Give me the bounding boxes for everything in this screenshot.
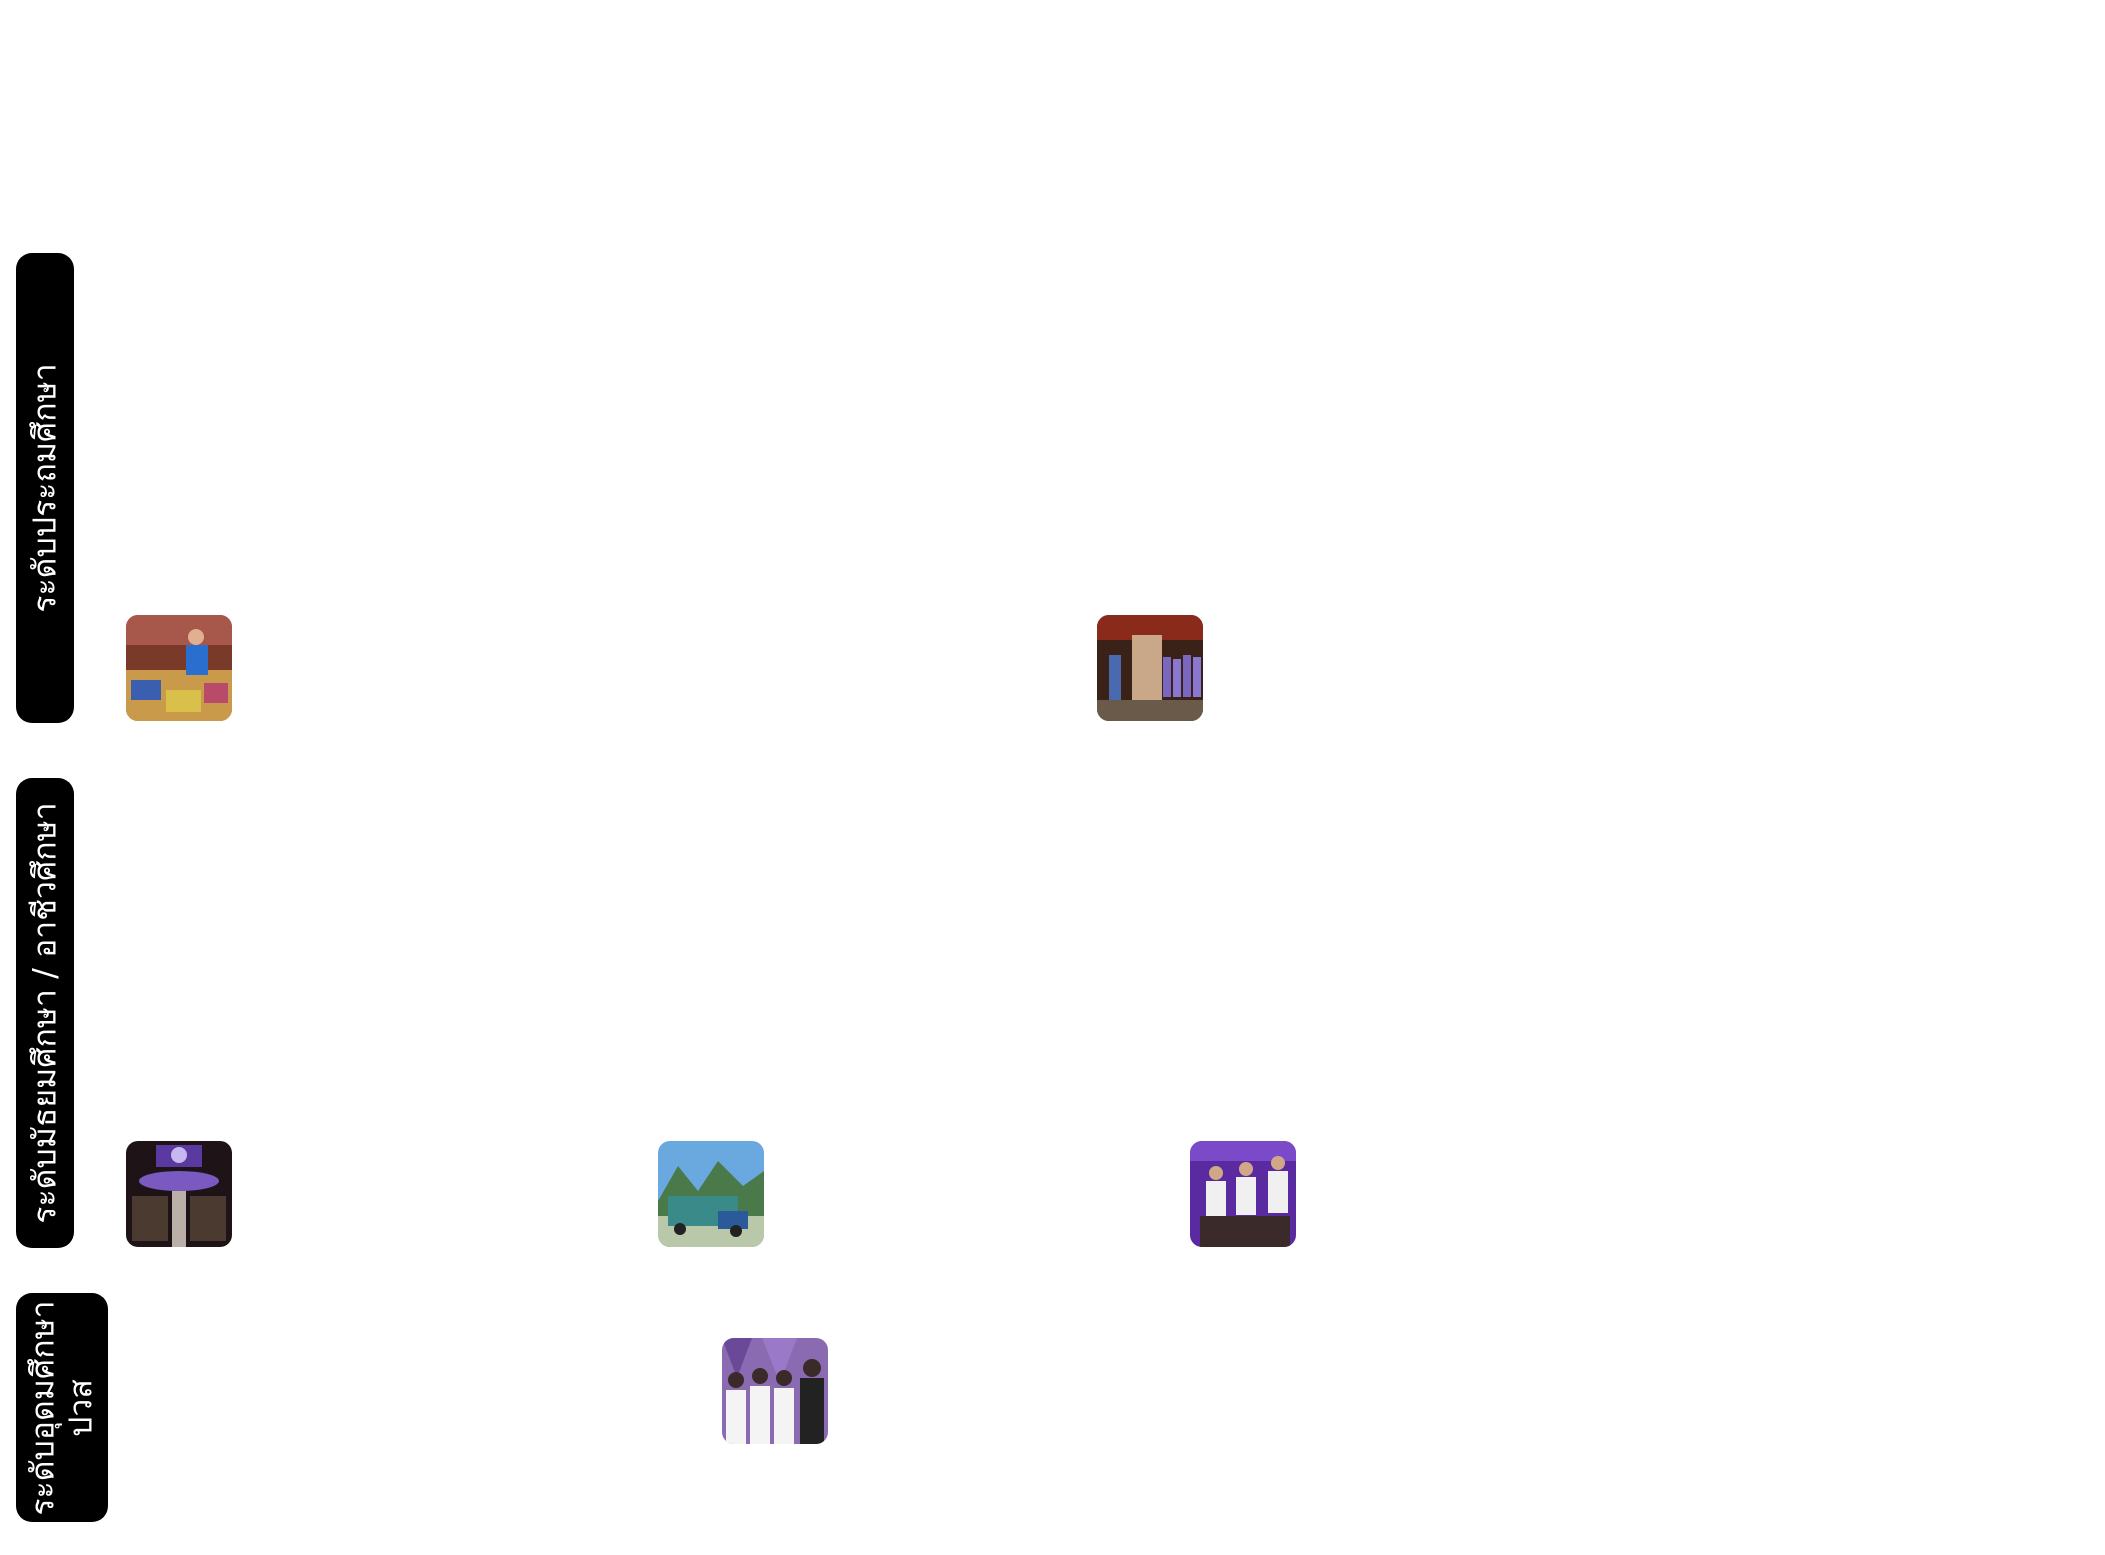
photo-auditorium-stage[interactable] — [126, 1141, 232, 1247]
photo-students-purple-stage[interactable] — [1190, 1141, 1296, 1247]
level-label-primary: ระดับประถมศึกษา — [16, 253, 74, 723]
level-label-primary-text: ระดับประถมศึกษา — [26, 363, 64, 613]
photo-vehicle-mountains[interactable] — [658, 1141, 764, 1247]
level-label-higher: ระดับอุดมศึกษา ปวส — [16, 1293, 108, 1522]
photo-student-art-table[interactable] — [126, 615, 232, 721]
photo-students-hallway[interactable] — [1097, 615, 1203, 721]
level-label-secondary-text: ระดับมัธยมศึกษา / อาชีวศึกษา — [26, 802, 64, 1224]
level-label-secondary: ระดับมัธยมศึกษา / อาชีวศึกษา — [16, 778, 74, 1248]
photo-group-four-students[interactable] — [722, 1338, 828, 1444]
level-label-higher-text: ระดับอุดมศึกษา ปวส — [24, 1299, 100, 1516]
